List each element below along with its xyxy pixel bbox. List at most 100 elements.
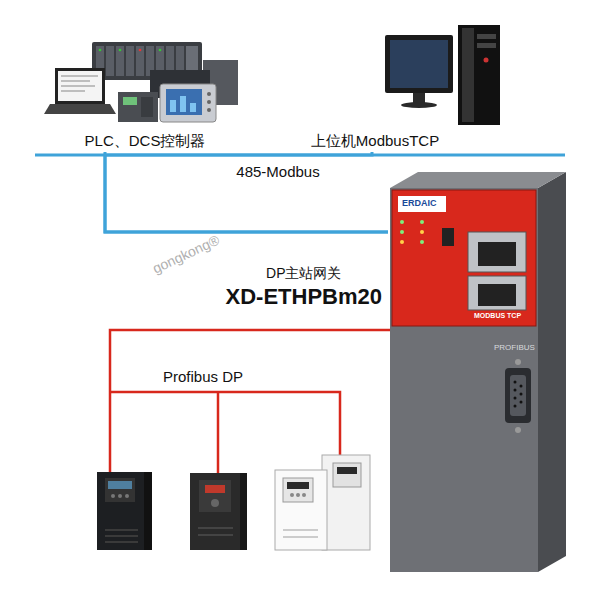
inverter-button [302, 493, 306, 497]
inverter-button [296, 493, 300, 497]
led [400, 240, 404, 244]
rj45-jack [478, 242, 516, 266]
hmi-button [207, 92, 211, 96]
vent [198, 527, 233, 529]
inverter-picture [190, 473, 247, 550]
power-button [484, 58, 489, 63]
led [99, 49, 102, 52]
controller-display [123, 97, 137, 105]
led [139, 49, 142, 52]
pin [514, 405, 517, 408]
inverter-side [240, 473, 247, 550]
screen-line [61, 86, 95, 87]
led [420, 220, 424, 224]
hmi-button [207, 108, 211, 112]
tower [458, 25, 500, 125]
laptop-display [58, 71, 102, 101]
led [420, 230, 424, 234]
plc-dcs-picture [44, 42, 238, 122]
hmi-bar [190, 103, 196, 112]
device-front [390, 188, 538, 572]
inverter-picture [275, 455, 370, 550]
pin [514, 381, 517, 384]
controller-group: PLC、DCS控制器 [40, 28, 250, 152]
gateway-device: DP主站网关XD-ETHPBm20 [388, 175, 566, 572]
module [136, 46, 144, 76]
drive-slot [477, 43, 496, 48]
rj45-port [468, 232, 526, 272]
inverter-button [111, 494, 115, 498]
screen-line [61, 81, 90, 82]
bus-name: Profibus DP [163, 368, 243, 385]
led [420, 240, 424, 244]
controller-module [141, 97, 153, 117]
node-label: DP主站网关 [226, 263, 382, 283]
led [119, 49, 122, 52]
hmi [160, 84, 216, 122]
screw [515, 359, 521, 365]
inverter-display [205, 485, 225, 493]
profibus-line [110, 330, 390, 472]
node-title: XD-ETHPBm20 [226, 283, 382, 311]
tower-front [462, 28, 474, 122]
watermark: gongkong® [150, 232, 222, 277]
vent [105, 541, 138, 543]
device-top [390, 172, 566, 188]
host-computer: 上位机ModbusTCP [280, 22, 470, 152]
text-block: DP主站网关XD-ETHPBm20 [226, 263, 382, 311]
vent [198, 534, 233, 536]
laptop-base [44, 104, 116, 114]
port-name: MODBUS TCP [474, 312, 521, 319]
pin [520, 393, 523, 396]
vent [283, 536, 318, 538]
port-name: PROFIBUS [494, 343, 535, 352]
inverter-knob [211, 499, 219, 507]
module [106, 46, 114, 76]
hmi-button [207, 100, 211, 104]
inverter-panel [333, 463, 361, 487]
pin [514, 389, 517, 392]
module [116, 46, 124, 76]
node-label: PLC、DCS控制器 [40, 131, 250, 150]
inverter-body [322, 455, 370, 550]
inverter-button [118, 494, 122, 498]
inverter-display [108, 481, 132, 489]
laptop-screen [55, 68, 105, 104]
usb-port [442, 228, 454, 246]
pin [520, 401, 523, 404]
hmi-bar [180, 96, 186, 112]
vent [283, 529, 318, 531]
gateway-device-picture [390, 172, 566, 572]
hmi-bar [170, 100, 176, 112]
inverter-panel [199, 480, 231, 512]
inverter-picture [97, 472, 152, 550]
screen-line [61, 91, 85, 92]
inverter-button [125, 494, 129, 498]
pin [514, 397, 517, 400]
bus-connector [105, 152, 388, 232]
monitor-screen [390, 40, 448, 88]
monitor [385, 35, 453, 93]
controller [118, 92, 158, 122]
db9-connector [505, 368, 531, 423]
inverter-display [287, 482, 309, 489]
drive-slot [477, 34, 496, 39]
device-panel [392, 190, 536, 326]
led [159, 49, 162, 52]
host-computer-picture [385, 25, 500, 125]
led [400, 220, 404, 224]
profibus-line [110, 392, 340, 455]
led [400, 230, 404, 234]
inverter-panel [283, 478, 313, 502]
monitor-stand [413, 93, 425, 103]
profibus-wiring [110, 330, 390, 473]
text-block: 上位机ModbusTCP [280, 131, 470, 150]
inverter-button [290, 493, 294, 497]
pin [520, 385, 523, 388]
rj45-jack [478, 284, 516, 306]
brand-logo: ERDAIC [402, 198, 437, 208]
monitor-base [401, 102, 437, 108]
bus-connector [105, 152, 388, 232]
inverter-panel [105, 478, 135, 502]
